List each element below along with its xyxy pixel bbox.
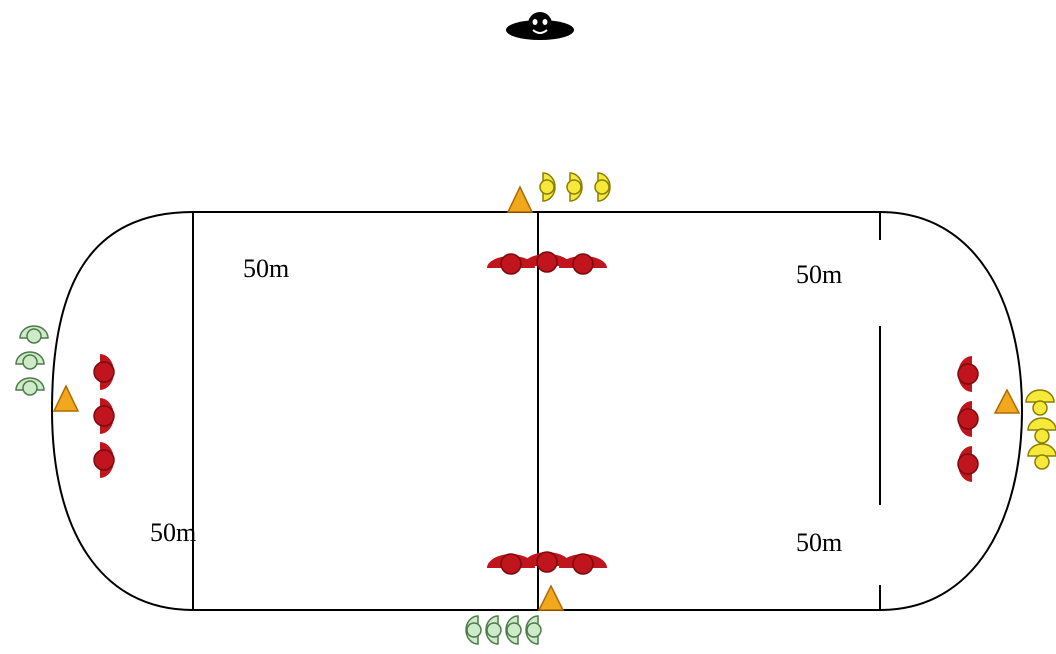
cone-icon (506, 185, 534, 213)
student-icon (19, 325, 49, 344)
student-icon (523, 551, 571, 573)
student-icon (93, 442, 115, 478)
student-icon (15, 377, 45, 396)
student-icon (93, 354, 115, 390)
cone-icon (537, 584, 565, 611)
distance-label-bottom-right: 50m (796, 528, 843, 557)
red-group-left (93, 354, 115, 478)
red-group-bottom (487, 551, 607, 575)
student-icon (465, 615, 482, 645)
student-icon (957, 401, 979, 437)
track-right-bend (879, 211, 1024, 611)
student-icon (485, 615, 502, 645)
track-left-bend (50, 211, 194, 611)
student-icon (93, 398, 115, 434)
student-icon (539, 172, 556, 202)
student-icon (559, 253, 607, 275)
red-group-right (957, 356, 979, 482)
student-icon (505, 615, 522, 645)
student-icon (1027, 417, 1056, 444)
distance-label-top-left: 50m (243, 254, 290, 283)
student-icon (559, 553, 607, 575)
student-icon (487, 553, 535, 575)
student-icon (566, 172, 583, 202)
teacher-icon (506, 12, 574, 40)
student-icon (525, 615, 542, 645)
student-icon (487, 253, 535, 275)
student-icon (594, 172, 611, 202)
yellow-group-right (1025, 389, 1056, 470)
yellow-group-top (539, 172, 611, 202)
student-icon (523, 251, 571, 273)
student-icon (1027, 443, 1056, 470)
green-group-left (15, 325, 49, 396)
distance-label-top-right: 50m (796, 260, 843, 289)
track-outline (50, 211, 1024, 611)
red-group-top (487, 251, 607, 275)
student-icon (957, 446, 979, 482)
student-icon (957, 356, 979, 392)
cone-icon (52, 384, 80, 412)
cones (52, 185, 1021, 611)
cone-icon (993, 388, 1021, 414)
student-icon (15, 351, 45, 370)
distance-label-bottom-left: 50m (150, 518, 197, 547)
student-icon (1025, 389, 1055, 416)
green-group-bottom (465, 615, 542, 645)
